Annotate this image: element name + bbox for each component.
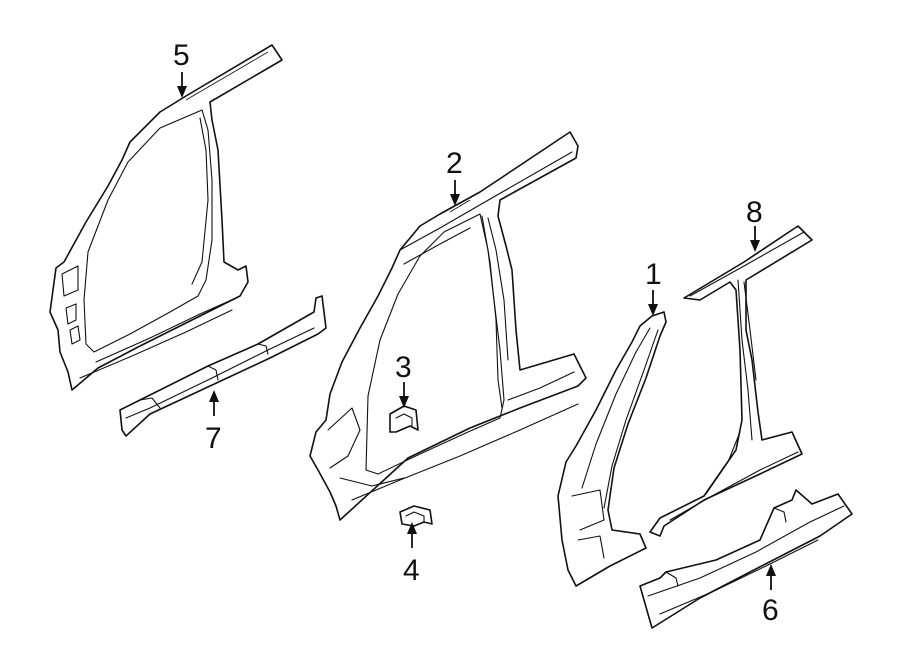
part-6-rocker-panel[interactable] — [639, 489, 853, 629]
arrowhead-2 — [450, 194, 460, 206]
arrowhead-4 — [407, 522, 417, 534]
callout-5: 5 — [173, 39, 190, 72]
arrowhead-1 — [648, 304, 658, 316]
arrowhead-3 — [399, 396, 409, 408]
callout-8: 8 — [746, 196, 763, 229]
callout-numbers: 5 2 3 1 8 7 4 6 — [173, 39, 779, 627]
callout-7: 7 — [205, 422, 222, 455]
part-8-center-pillar[interactable] — [649, 225, 813, 537]
callout-leaders — [177, 72, 776, 590]
part-3-bracket[interactable] — [389, 405, 419, 433]
arrowhead-6 — [766, 564, 776, 576]
part-4-bracket[interactable] — [399, 505, 433, 527]
callout-4: 4 — [403, 554, 420, 587]
arrowhead-8 — [750, 240, 760, 252]
part-7-rocker-reinforcement[interactable] — [119, 295, 327, 437]
callout-2: 2 — [446, 147, 463, 180]
arrowhead-5 — [177, 86, 187, 98]
callout-6: 6 — [762, 594, 779, 627]
part-5-outer-side-panel[interactable] — [49, 44, 283, 391]
callout-1: 1 — [645, 258, 662, 291]
callout-3: 3 — [395, 351, 412, 384]
part-1-hinge-pillar[interactable] — [557, 311, 667, 587]
part-2-body-side-frame[interactable] — [309, 131, 587, 521]
arrowhead-7 — [209, 390, 219, 402]
